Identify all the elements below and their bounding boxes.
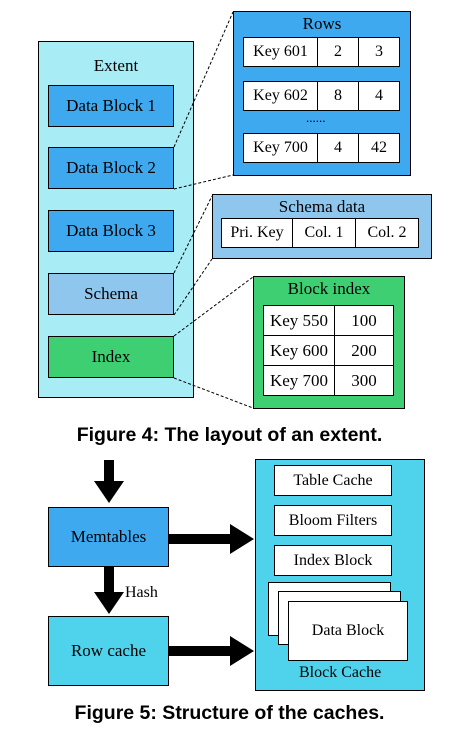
- bloom-filters-label: Bloom Filters: [288, 511, 378, 529]
- index-block-label: Index Block: [293, 551, 373, 569]
- dashed-connector: [173, 11, 234, 148]
- row-col1: 4: [317, 133, 359, 163]
- memtables-arrow-head: [230, 524, 254, 554]
- figure-4-caption: Figure 4: The layout of an extent.: [76, 424, 383, 446]
- dashed-connector: [173, 195, 213, 274]
- block-cache-label: Block Cache: [299, 664, 382, 681]
- memtables-arrow-shaft: [169, 534, 231, 544]
- rowcache-arrow-head: [230, 636, 254, 666]
- block-index-table: Key 550 100 Key 600 200 Key 700 300: [263, 305, 394, 396]
- index-block-box: Index Block: [274, 545, 392, 576]
- index-block-label: Index: [91, 347, 131, 366]
- row-col1: 8: [317, 81, 359, 111]
- schema-column: Col. 1: [292, 218, 356, 248]
- schema-block: Schema: [48, 273, 174, 315]
- row-col2: 3: [358, 37, 400, 67]
- row-record: Key 601 2 3: [243, 37, 400, 67]
- index-entry: Key 600 200: [263, 335, 394, 366]
- dashed-connector: [173, 377, 254, 409]
- row-record: Key 700 4 42: [243, 133, 400, 163]
- dashed-connector: [173, 174, 234, 190]
- data-block-1-label: Data Block 1: [66, 96, 156, 115]
- row-key: Key 601: [243, 37, 318, 67]
- data-block-page-front: Data Block: [288, 601, 408, 661]
- schema-block-label: Schema: [84, 284, 138, 303]
- data-block-label: Data Block: [311, 622, 385, 639]
- data-block-3-label: Data Block 3: [66, 221, 156, 240]
- dashed-connector: [173, 258, 213, 316]
- index-entry: Key 550 100: [263, 305, 394, 336]
- index-value: 300: [334, 365, 394, 396]
- rowcache-arrow-shaft: [169, 646, 231, 656]
- extent-label: Extent: [93, 56, 139, 75]
- row-cache-box: Row cache: [48, 616, 169, 686]
- row-key: Key 700: [243, 133, 318, 163]
- memtables-label: Memtables: [70, 527, 147, 546]
- index-value: 100: [334, 305, 394, 336]
- dashed-connector: [173, 276, 254, 337]
- row-col1: 2: [317, 37, 359, 67]
- row-cache-label: Row cache: [70, 641, 147, 660]
- hash-label: Hash: [125, 584, 158, 601]
- table-cache-box: Table Cache: [274, 465, 392, 496]
- row-record: Key 602 8 4: [243, 81, 400, 111]
- block-index-title: Block index: [287, 279, 371, 298]
- data-block-3: Data Block 3: [48, 210, 174, 252]
- data-block-2: Data Block 2: [48, 147, 174, 189]
- row-col2: 42: [358, 133, 400, 163]
- index-key: Key 550: [263, 305, 335, 336]
- data-block-1: Data Block 1: [48, 85, 174, 127]
- bloom-filters-box: Bloom Filters: [274, 505, 392, 536]
- index-value: 200: [334, 335, 394, 366]
- index-block: Index: [48, 336, 174, 378]
- row-key: Key 602: [243, 81, 318, 111]
- data-block-2-label: Data Block 2: [66, 158, 156, 177]
- hash-arrow-head: [94, 592, 124, 614]
- schema-columns: Pri. Key Col. 1 Col. 2: [221, 218, 419, 248]
- memtables-box: Memtables: [48, 507, 169, 567]
- schema-column: Col. 2: [355, 218, 419, 248]
- figure-5-caption: Figure 5: Structure of the caches.: [74, 702, 385, 724]
- index-entry: Key 700 300: [263, 365, 394, 396]
- rows-title: Rows: [302, 14, 342, 33]
- index-key: Key 600: [263, 335, 335, 366]
- row-col2: 4: [358, 81, 400, 111]
- input-arrow-head: [94, 481, 124, 503]
- schema-data-title: Schema data: [278, 197, 366, 216]
- hash-arrow-shaft: [104, 567, 114, 593]
- rows-ellipsis: ......: [306, 110, 326, 125]
- table-cache-label: Table Cache: [293, 471, 373, 489]
- input-arrow-shaft: [104, 460, 114, 482]
